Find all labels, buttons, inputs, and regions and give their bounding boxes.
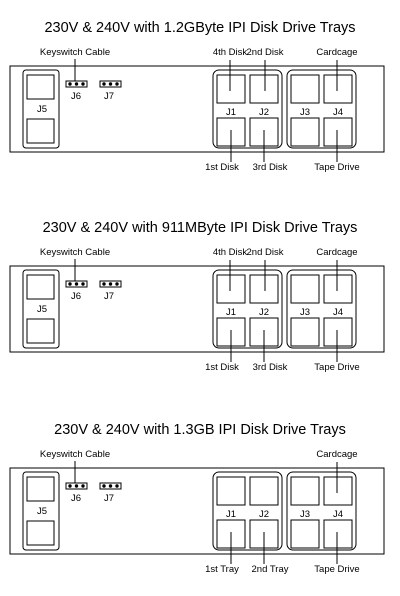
- j6-connector: [65, 482, 88, 490]
- j3-label: J3: [300, 307, 310, 318]
- tray-slot-2nd: [249, 274, 279, 304]
- slot-cardcage: [323, 274, 353, 304]
- keyswitch-cable-label: Keyswitch Cable: [40, 247, 110, 258]
- diagram-title: 230V & 240V with 1.2GByte IPI Disk Drive…: [44, 20, 355, 36]
- label-tape-drive: Tape Drive: [314, 362, 359, 373]
- slot-j3-upper: [290, 74, 320, 104]
- j5-label: J5: [37, 304, 47, 315]
- j1-label: J1: [226, 107, 236, 118]
- slot-j3-lower: [290, 117, 320, 147]
- tray-slot-4th: [216, 274, 246, 304]
- label-cardcage: Cardcage: [316, 449, 357, 460]
- slot-tape-drive: [323, 317, 353, 347]
- j7-label: J7: [104, 291, 114, 302]
- j7-label: J7: [104, 493, 114, 504]
- slot-j3-lower: [290, 317, 320, 347]
- label-cardcage: Cardcage: [316, 47, 357, 58]
- j1-label: J1: [226, 307, 236, 318]
- label-4th-disk: 4th Disk: [213, 47, 248, 58]
- label-bottom-2: 2nd Tray: [252, 564, 289, 575]
- j5-upper-slot: [26, 274, 55, 300]
- slot-cardcage: [323, 74, 353, 104]
- j3-label: J3: [300, 107, 310, 118]
- j6-connector: [65, 280, 88, 288]
- j3-label: J3: [300, 509, 310, 520]
- diagram-3: 230V & 240V with 1.3GB IPI Disk Drive Tr…: [9, 422, 385, 575]
- diagram-title: 230V & 240V with 1.3GB IPI Disk Drive Tr…: [54, 422, 346, 438]
- j1-label: J1: [226, 509, 236, 520]
- keyswitch-cable-label: Keyswitch Cable: [40, 47, 110, 58]
- j5-lower-slot: [26, 318, 55, 344]
- slot-tape-drive: [323, 117, 353, 147]
- label-bottom-1: 1st Disk: [205, 162, 239, 173]
- j6-label: J6: [71, 91, 81, 102]
- tray-slot-4th: [216, 476, 246, 506]
- slot-j3-upper: [290, 476, 320, 506]
- label-2nd-disk: 2nd Disk: [247, 247, 284, 258]
- j5-label: J5: [37, 104, 47, 115]
- label-bottom-2: 3rd Disk: [253, 362, 288, 373]
- diagram-2: 230V & 240V with 911MByte IPI Disk Drive…: [9, 220, 385, 373]
- j2-label: J2: [259, 107, 269, 118]
- j7-connector: [99, 80, 122, 88]
- j4-label: J4: [333, 509, 343, 520]
- slot-tape-drive: [323, 519, 353, 549]
- j2-label: J2: [259, 307, 269, 318]
- j7-connector: [99, 482, 122, 490]
- j5-lower-slot: [26, 118, 55, 144]
- j4-label: J4: [333, 307, 343, 318]
- tray-slot-4th: [216, 74, 246, 104]
- label-4th-disk: 4th Disk: [213, 247, 248, 258]
- tray-slot-2nd: [249, 476, 279, 506]
- keyswitch-cable-label: Keyswitch Cable: [40, 449, 110, 460]
- j6-label: J6: [71, 291, 81, 302]
- label-bottom-1: 1st Tray: [205, 564, 239, 575]
- j5-label: J5: [37, 506, 47, 517]
- label-bottom-1: 1st Disk: [205, 362, 239, 373]
- j2-label: J2: [259, 509, 269, 520]
- label-2nd-disk: 2nd Disk: [247, 47, 284, 58]
- label-cardcage: Cardcage: [316, 247, 357, 258]
- j6-label: J6: [71, 493, 81, 504]
- j5-lower-slot: [26, 520, 55, 546]
- label-tape-drive: Tape Drive: [314, 564, 359, 575]
- slot-cardcage: [323, 476, 353, 506]
- slot-j3-upper: [290, 274, 320, 304]
- label-tape-drive: Tape Drive: [314, 162, 359, 173]
- slot-j3-lower: [290, 519, 320, 549]
- j5-upper-slot: [26, 74, 55, 100]
- j5-upper-slot: [26, 476, 55, 502]
- j4-label: J4: [333, 107, 343, 118]
- tray-slot-2nd: [249, 74, 279, 104]
- label-bottom-2: 3rd Disk: [253, 162, 288, 173]
- j7-connector: [99, 280, 122, 288]
- diagram-title: 230V & 240V with 911MByte IPI Disk Drive…: [43, 220, 358, 236]
- j6-connector: [65, 80, 88, 88]
- diagram-1: 230V & 240V with 1.2GByte IPI Disk Drive…: [9, 20, 385, 173]
- j7-label: J7: [104, 91, 114, 102]
